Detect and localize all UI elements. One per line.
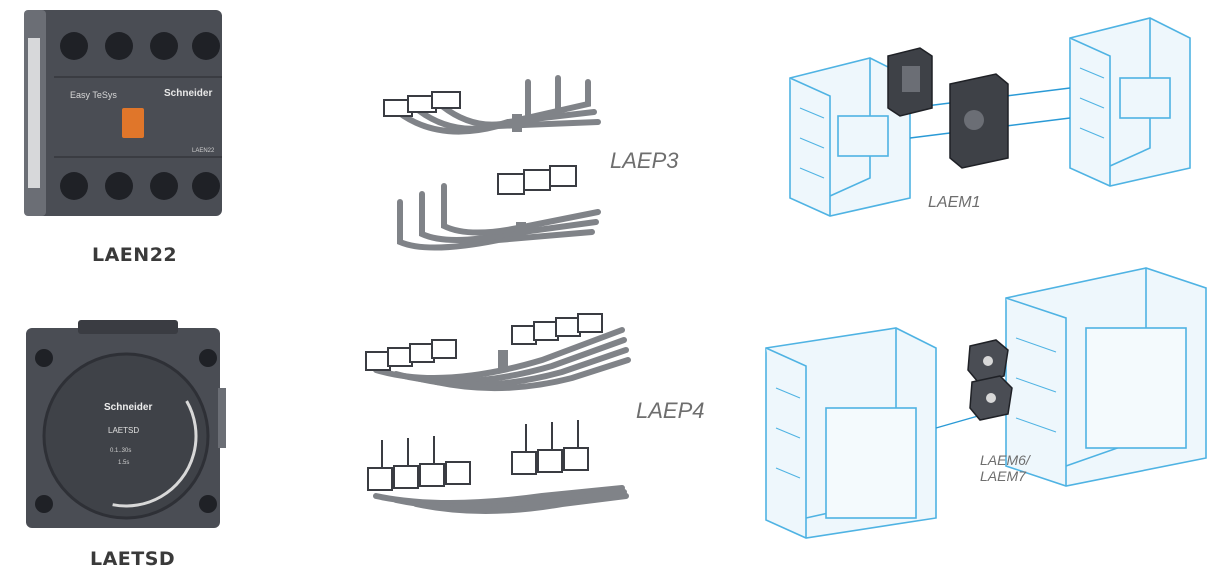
- laen22-code-text: LAEN22: [192, 148, 215, 154]
- laetsd-brand-text: Schneider: [104, 402, 153, 413]
- laem6-image: [756, 258, 1220, 542]
- laetsd-code-text: LAETSD: [108, 426, 140, 435]
- laep4-image: [362, 300, 632, 528]
- laen22-label: LAEN22: [92, 244, 178, 266]
- laen22-image: Easy TeSys Schneider LAEN22: [14, 8, 232, 218]
- laen22-brand-text: Schneider: [164, 88, 213, 99]
- laep3-label: LAEP3: [610, 148, 679, 173]
- laem6-label: LAEM6/ LAEM7: [980, 452, 1030, 484]
- laen22-series-text: Easy TeSys: [70, 90, 117, 100]
- laetsd-note-text: 1.5s: [118, 460, 130, 466]
- laetsd-label: LAETSD: [90, 548, 176, 570]
- laem1-label: LAEM1: [928, 194, 981, 211]
- laem6-label-line2: LAEM7: [980, 468, 1026, 484]
- laep4-label: LAEP4: [636, 398, 705, 423]
- laem1-image: [770, 8, 1220, 218]
- laetsd-range-text: 0.1..30s: [110, 448, 132, 454]
- laetsd-image: Schneider LAETSD 0.1..30s 1.5s: [18, 318, 230, 534]
- laep3-image: [378, 62, 608, 264]
- laem6-label-line1: LAEM6/: [980, 452, 1030, 468]
